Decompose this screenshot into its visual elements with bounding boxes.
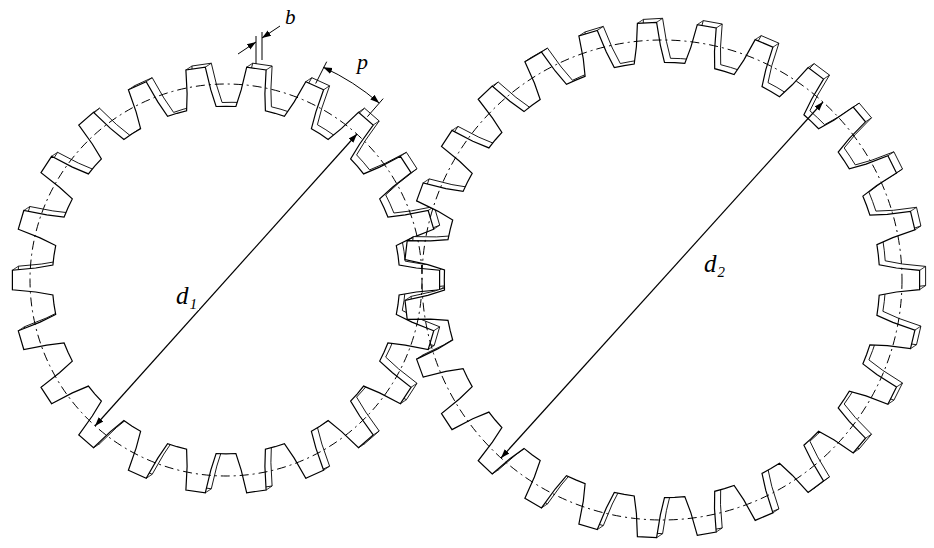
pitch-circle bbox=[422, 40, 902, 520]
diameter-label: d₂ bbox=[702, 250, 727, 278]
tooth-edge bbox=[373, 121, 379, 125]
tooth-edge bbox=[920, 286, 926, 290]
dimension-line bbox=[238, 42, 256, 54]
gear-front-face bbox=[12, 67, 439, 493]
tooth-edge bbox=[915, 226, 921, 230]
tooth-edge bbox=[52, 152, 58, 156]
tooth-edge bbox=[542, 48, 548, 52]
gear-back-face bbox=[405, 18, 926, 537]
tooth-edge bbox=[146, 78, 152, 82]
tooth-edge bbox=[897, 169, 903, 173]
tooth-edge bbox=[773, 509, 779, 513]
gear-back-face bbox=[12, 63, 445, 493]
extension-line bbox=[256, 36, 257, 64]
tooth-edge bbox=[824, 75, 830, 79]
tooth-edge bbox=[400, 152, 406, 156]
pitch-circles bbox=[30, 40, 902, 520]
tooth-edge bbox=[866, 434, 872, 438]
tooth-edge bbox=[657, 18, 663, 22]
tooth-edge bbox=[205, 63, 211, 67]
diameter-line bbox=[95, 134, 357, 426]
gear-outline bbox=[12, 67, 439, 493]
pitch-label: p bbox=[355, 50, 370, 74]
tooth-edge bbox=[324, 86, 330, 90]
extension-line bbox=[367, 99, 383, 117]
tooth-edge bbox=[24, 207, 30, 211]
tooth-edge bbox=[411, 383, 417, 387]
tooth-edge bbox=[492, 82, 498, 86]
diameter-line bbox=[501, 102, 823, 458]
tooth-edge bbox=[423, 179, 429, 183]
tooth-edge bbox=[434, 327, 440, 331]
tooth-edge bbox=[306, 78, 312, 82]
tooth-edge bbox=[920, 266, 926, 270]
tooth-edge bbox=[915, 326, 921, 330]
tooth-edge bbox=[266, 486, 272, 490]
gear-front-face bbox=[405, 22, 920, 537]
tooth-edge bbox=[911, 207, 917, 211]
tooth-edge bbox=[697, 21, 703, 25]
tooth-edge bbox=[452, 126, 458, 130]
tooth-edge bbox=[266, 66, 272, 70]
tooth-edge bbox=[373, 431, 379, 435]
diameter-label: d₁ bbox=[174, 282, 199, 310]
tooth-edge bbox=[897, 383, 903, 387]
tooth-edge bbox=[359, 108, 365, 112]
tooth-edge bbox=[773, 43, 779, 47]
tooth-edge bbox=[716, 24, 722, 28]
tooth-edge bbox=[866, 118, 872, 122]
tooth-edge bbox=[94, 108, 100, 112]
tooth-edge bbox=[407, 237, 413, 241]
tooth-edge bbox=[853, 103, 859, 107]
tooth-edge bbox=[755, 36, 761, 40]
tooth-edge bbox=[434, 225, 440, 229]
tooth-edge bbox=[888, 152, 894, 156]
extension-line bbox=[262, 32, 263, 60]
extension-line bbox=[316, 62, 327, 84]
tooth-edge bbox=[411, 169, 417, 173]
tooth-edge bbox=[247, 63, 253, 67]
dimension-arc bbox=[323, 67, 379, 103]
tooth-edge bbox=[597, 26, 603, 30]
tooth-edge bbox=[324, 466, 330, 470]
tooth-edge bbox=[808, 64, 814, 68]
tooth-edge bbox=[716, 528, 722, 532]
gear-outline bbox=[405, 22, 920, 537]
dimension-line bbox=[262, 26, 280, 38]
pitch-circle bbox=[30, 84, 422, 476]
tooth-edge bbox=[824, 477, 830, 481]
face-width-label: b bbox=[283, 6, 298, 29]
